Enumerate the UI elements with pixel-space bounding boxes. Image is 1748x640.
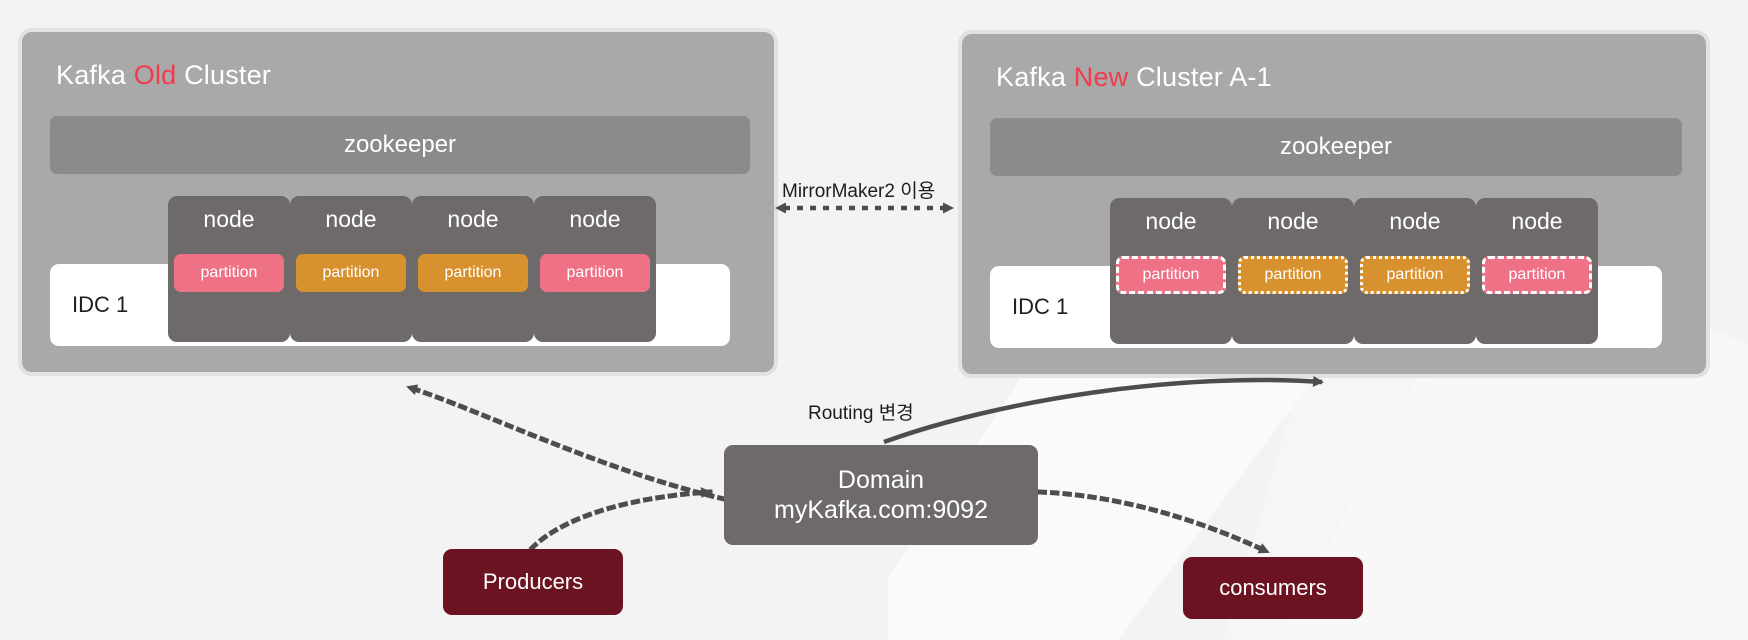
cluster-old-node-2[interactable]: node partition [290,196,412,342]
wire-domain-to-old-cluster [404,383,728,503]
producers-box[interactable]: Producers [443,549,623,615]
mirrormaker2-label: MirrorMaker2 이용 [782,181,936,202]
cluster-new-node-2-partition-label: partition [1264,266,1322,283]
wire-domain-to-new-cluster [883,375,1324,445]
cluster-new-node-3-partition-label: partition [1386,266,1444,283]
cluster-old-node-2-partition[interactable]: partition [296,254,406,292]
cluster-new-node-1-label: node [1145,208,1197,234]
cluster-new-node-4-label: node [1511,208,1563,234]
producers-label: Producers [482,569,584,594]
cluster-old-node-4-partition[interactable]: partition [540,254,650,292]
cluster-new-idc-label: IDC 1 [1012,294,1069,319]
consumers-label: consumers [1219,575,1327,600]
wire-domain-to-consumers [1037,489,1272,556]
cluster-old-node-3-partition-label: partition [444,264,502,281]
cluster-new-node-1-partition[interactable]: partition [1116,256,1226,294]
cluster-old-title: Kafka Old Cluster [56,60,271,91]
cluster-new-node-4-partition[interactable]: partition [1482,256,1592,294]
cluster-old-zookeeper-label: zookeeper [343,131,457,158]
cluster-old-node-1-partition[interactable]: partition [174,254,284,292]
cluster-old-node-1[interactable]: node partition [168,196,290,342]
domain-box[interactable]: Domain myKafka.com:9092 [724,445,1038,545]
cluster-new-node-1-partition-label: partition [1142,266,1200,283]
consumers-box[interactable]: consumers [1183,557,1363,619]
cluster-old-node-4-partition-label: partition [566,264,624,281]
domain-line-1: Domain [837,465,925,494]
cluster-old-node-1-partition-label: partition [200,264,258,281]
cluster-old-title-accent: Old [133,60,177,90]
cluster-old-title-suffix: Cluster [176,60,271,90]
cluster-old-idc-label: IDC 1 [72,292,129,317]
cluster-new-zookeeper[interactable]: zookeeper [990,118,1682,176]
wire-producers-to-domain [528,487,713,552]
cluster-new-node-3-partition[interactable]: partition [1360,256,1470,294]
cluster-new-title: Kafka New Cluster A-1 [996,62,1272,93]
cluster-new-node-4[interactable]: node partition [1476,198,1598,344]
routing-label: Routing 변경 [808,403,914,424]
cluster-old-node-2-label: node [325,206,377,232]
cluster-new-node-1[interactable]: node partition [1110,198,1232,344]
cluster-old-title-prefix: Kafka [56,60,134,90]
cluster-old-node-3[interactable]: node partition [412,196,534,342]
cluster-new-node-2-partition[interactable]: partition [1238,256,1348,294]
cluster-new-node-4-partition-label: partition [1508,266,1566,283]
cluster-new-node-2-label: node [1267,208,1319,234]
cluster-old-zookeeper[interactable]: zookeeper [50,116,750,174]
cluster-old-node-1-label: node [203,206,255,232]
cluster-old[interactable]: Kafka Old Cluster zookeeper IDC 1 node p… [18,28,778,376]
cluster-old-node-3-label: node [447,206,499,232]
cluster-new-zookeeper-label: zookeeper [1279,133,1393,160]
cluster-old-node-3-partition[interactable]: partition [418,254,528,292]
cluster-new-title-accent: New [1073,62,1129,92]
cluster-new-node-2[interactable]: node partition [1232,198,1354,344]
cluster-old-node-4[interactable]: node partition [534,196,656,342]
domain-line-2: myKafka.com:9092 [774,496,988,524]
cluster-new-node-3-label: node [1389,208,1441,234]
cluster-new-title-prefix: Kafka [996,62,1074,92]
cluster-new-title-suffix: Cluster A-1 [1128,62,1272,92]
cluster-new[interactable]: Kafka New Cluster A-1 zookeeper IDC 1 no… [958,30,1710,378]
cluster-old-node-2-partition-label: partition [322,264,380,281]
cluster-old-node-4-label: node [569,206,621,232]
cluster-new-node-3[interactable]: node partition [1354,198,1476,344]
